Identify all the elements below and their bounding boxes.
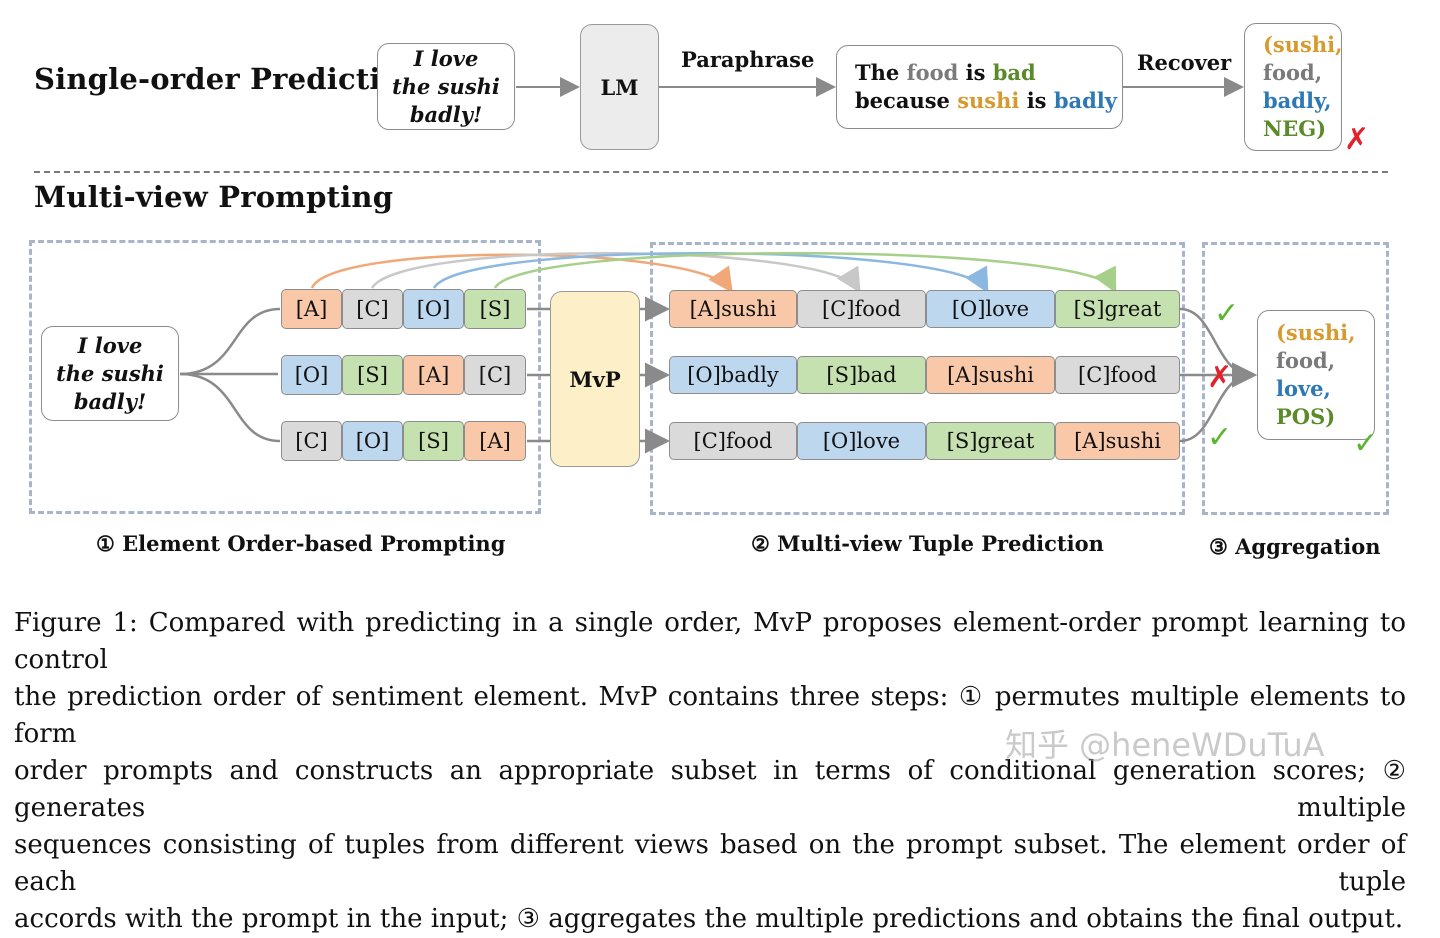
prompt-chip: [A]	[464, 421, 526, 461]
output-sentiment: POS)	[1276, 404, 1336, 429]
tuple-chip: [O]badly	[669, 356, 797, 394]
prompt-chip: [C]	[342, 289, 403, 329]
multi-input-box: I love the sushi badly!	[41, 326, 179, 421]
tuple-chip: [S]great	[926, 422, 1055, 460]
recover-label: Recover	[1137, 50, 1232, 75]
output-aspect: (sushi,	[1263, 32, 1343, 57]
check-mark-icon: ✓	[1353, 426, 1379, 461]
tuple-chip: [A]sushi	[669, 290, 797, 328]
cross-mark-icon: ✗	[1344, 122, 1370, 157]
prompt-chip: [A]	[403, 355, 464, 395]
prompt-chip: [C]	[464, 355, 526, 395]
caption-line: accords with the prompt in the input; ③ …	[14, 904, 1404, 934]
single-output-box: (sushi, food, badly, NEG)	[1244, 23, 1342, 151]
caption-line: the prediction order of sentiment elemen…	[14, 682, 1406, 749]
step3-region	[1202, 242, 1389, 515]
input-line: I love	[413, 45, 479, 71]
tuple-chip: [C]food	[1055, 356, 1180, 394]
tuple-chip: [A]sushi	[1055, 422, 1180, 460]
prompt-chip: [O]	[342, 421, 403, 461]
input-line: the sushi	[392, 73, 500, 99]
single-input-box: I love the sushi badly!	[377, 43, 515, 130]
tuple-chip: [S]bad	[797, 356, 926, 394]
watermark: 知乎 @heneWDuTuA	[1005, 726, 1325, 764]
lm-box: LM	[580, 24, 659, 150]
multi-view-title: Multi-view Prompting	[34, 180, 394, 214]
prompt-chip: [O]	[281, 355, 342, 395]
check-mark-icon: ✓	[1207, 420, 1233, 455]
prompt-chip: [S]	[464, 289, 526, 329]
output-sentiment: NEG)	[1263, 116, 1327, 141]
section-divider	[34, 171, 1388, 173]
output-aspect: (sushi,	[1276, 320, 1356, 345]
tuple-chip: [C]food	[669, 422, 797, 460]
check-mark-icon: ✓	[1214, 296, 1240, 331]
step1-region	[29, 240, 541, 514]
step3-label: ③ Aggregation	[1209, 534, 1381, 559]
prompt-chip: [S]	[342, 355, 403, 395]
input-line: I love	[77, 332, 143, 358]
figure-caption: Figure 1: Compared with predicting in a …	[14, 605, 1406, 938]
input-line: the sushi	[56, 360, 164, 386]
prompt-chip: [A]	[281, 289, 342, 329]
caption-line: sequences consisting of tuples from diff…	[14, 830, 1406, 897]
output-opinion: badly,	[1263, 88, 1332, 113]
tuple-chip: [O]love	[926, 290, 1055, 328]
paraphrase-box: The food is bad because sushi is badly	[836, 45, 1123, 129]
paraphrase-label: Paraphrase	[681, 47, 815, 72]
word-badly: badly	[1053, 88, 1117, 113]
prompt-chip: [S]	[403, 421, 464, 461]
input-line: badly!	[409, 101, 483, 127]
step2-label: ② Multi-view Tuple Prediction	[751, 531, 1104, 556]
output-category: food,	[1276, 348, 1336, 373]
tuple-chip: [A]sushi	[926, 356, 1055, 394]
caption-line: Figure 1: Compared with predicting in a …	[14, 608, 1406, 675]
input-line: badly!	[73, 388, 147, 414]
word-sushi: sushi	[957, 88, 1020, 113]
tuple-chip: [C]food	[797, 290, 926, 328]
word: is	[1026, 88, 1047, 113]
word-food: food	[906, 60, 959, 85]
single-order-title: Single-order Prediction	[34, 62, 422, 96]
output-opinion: love,	[1276, 376, 1331, 401]
connectors	[179, 77, 1257, 454]
output-category: food,	[1263, 60, 1323, 85]
prompt-chip: [O]	[403, 289, 464, 329]
cross-mark-icon: ✗	[1207, 360, 1233, 395]
aggregation-output-box: (sushi, food, love, POS)	[1257, 310, 1375, 440]
word-bad: bad	[992, 60, 1036, 85]
prompt-chip: [C]	[281, 421, 342, 461]
word: The	[855, 60, 900, 85]
mvp-box: MvP	[550, 291, 640, 467]
tuple-chip: [O]love	[797, 422, 926, 460]
step1-label: ① Element Order-based Prompting	[96, 531, 506, 556]
tuple-chip: [S]great	[1055, 290, 1180, 328]
word: because	[855, 88, 950, 113]
word: is	[965, 60, 986, 85]
